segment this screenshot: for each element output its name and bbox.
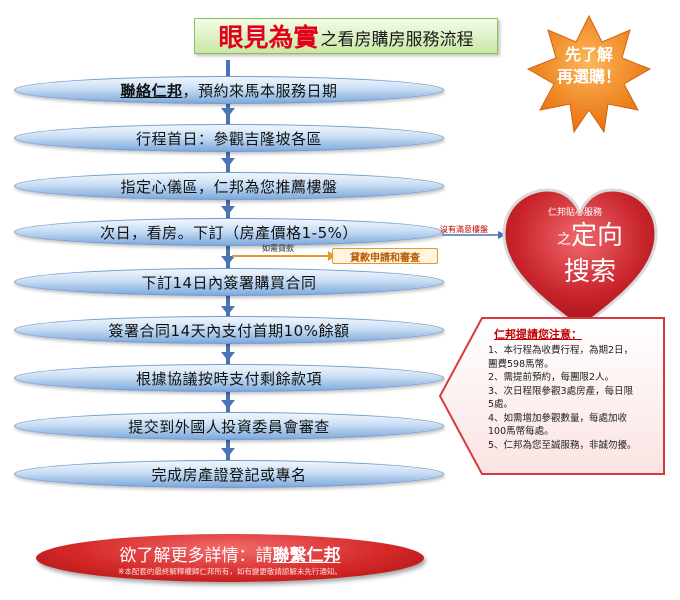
contact-link[interactable]: 聯繫仁邦 [272, 546, 341, 566]
step-9-text: 完成房產證登記或專名 [151, 465, 307, 484]
step-3: 指定心儀區，仁邦為您推薦樓盤 [14, 172, 444, 200]
step-4: 次日，看房。下訂（房產價格1-5%） [14, 218, 444, 246]
step-2-text: 行程首日：參觀吉隆坡各區 [135, 129, 322, 148]
heart-line2: 搜索 [563, 257, 616, 287]
no-match-arrow [442, 231, 506, 239]
loan-label: 如需貸款 [262, 244, 294, 253]
heart-icon [502, 188, 658, 330]
notes-title: 仁邦提請您注意： [494, 328, 582, 341]
arrow-down-icon [221, 206, 235, 215]
arrow-down-icon [221, 306, 235, 315]
arrow-down-icon [221, 158, 235, 167]
step-7-text: 根據協議按時支付剩餘款項 [135, 369, 322, 388]
step-9: 完成房產證登記或專名 [14, 460, 444, 488]
step-5-text: 下訂14日內簽署購買合同 [141, 273, 317, 292]
heart-title: 之定向 搜索 [540, 220, 640, 288]
title-banner: 眼見為實 之看房購房服務流程 [194, 18, 498, 54]
title-sub: 之看房購房服務流程 [320, 30, 474, 50]
step-5: 下訂14日內簽署購買合同 [14, 268, 444, 296]
step-1: 聯絡仁邦，預約來馬本服務日期 [14, 76, 444, 104]
step-1-lead: 聯絡仁邦 [120, 81, 183, 100]
list-item: 3、次日程限參觀3處房產，每日限5處。 [488, 385, 634, 411]
heart-line1: 定向 [570, 221, 623, 251]
heart-caption: 仁邦貼心服務 [548, 208, 603, 218]
step-7: 根據協議按時支付剩餘款項 [14, 364, 444, 392]
arrow-down-icon [221, 400, 235, 409]
step-6: 簽署合同14天內支付首期10%餘額 [14, 316, 444, 344]
step-3-text: 指定心儀區，仁邦為您推薦樓盤 [120, 177, 338, 196]
list-item: 5、仁邦為您至誠服務，非誠勿擾。 [488, 439, 637, 451]
step-1-text: ，預約來馬本服務日期 [182, 81, 338, 100]
star-badge [526, 14, 652, 134]
contact-banner[interactable] [36, 534, 424, 582]
no-match-label: 沒有滿意樓盤 [440, 225, 488, 234]
badge-line2: 再選購！ [556, 67, 621, 86]
heart-prefix: 之 [556, 232, 571, 248]
step-4-text: 次日，看房。下訂（房產價格1-5%） [100, 223, 358, 242]
title-main: 眼見為實 [218, 23, 319, 52]
badge-line1: 先了解 [564, 45, 613, 64]
loan-box: 貸款申請和審查 [332, 248, 438, 264]
star-badge-text: 先了解 再選購！ [549, 44, 629, 88]
notes-panel [438, 317, 665, 475]
disclaimer: ※本配套的最終解釋權歸仁邦所有，如有變更敬請諒解未先行通知。 [118, 567, 342, 576]
arrow-down-icon [221, 108, 235, 117]
step-2: 行程首日：參觀吉隆坡各區 [14, 124, 444, 152]
step-8: 提交到外國人投資委員會審查 [14, 412, 444, 440]
step-6-text: 簽署合同14天內支付首期10%餘額 [108, 321, 350, 340]
contact-lead: 欲了解更多詳情：請 [119, 546, 273, 566]
notes-list: 1、本行程為收費行程，為期2日，團費598馬幣。 2、需提前預約，每團限2人。 … [488, 344, 638, 452]
arrow-down-icon [221, 352, 235, 361]
list-item: 4、如需增加參觀數量，每處加收100馬幣每處。 [488, 412, 628, 438]
arrow-down-icon [221, 256, 235, 265]
arrow-down-icon [221, 448, 235, 457]
list-item: 1、本行程為收費行程，為期2日，團費598馬幣。 [488, 345, 634, 370]
contact-text[interactable]: 欲了解更多詳情：請聯繫仁邦 [36, 541, 424, 566]
step-8-text: 提交到外國人投資委員會審查 [128, 417, 330, 436]
list-item: 2、需提前預約，每團限2人。 [488, 372, 615, 383]
